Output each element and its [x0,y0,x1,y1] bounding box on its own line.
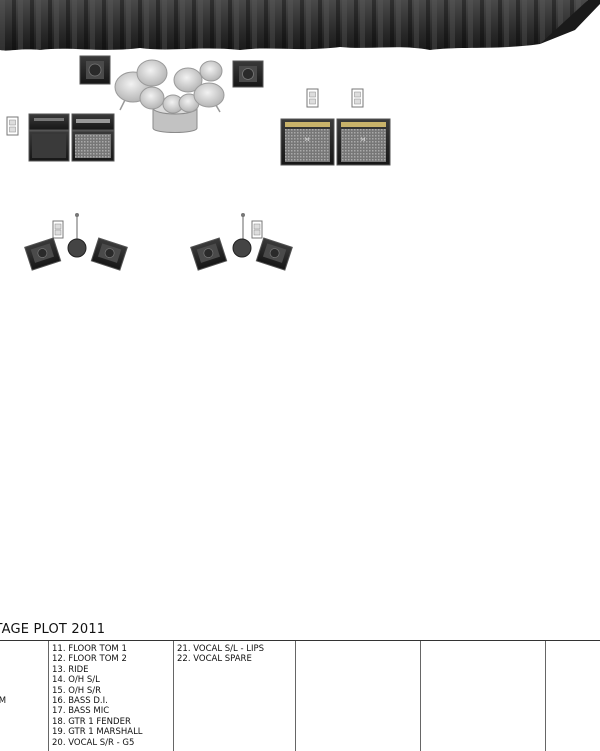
drum-monitor-right [232,60,264,88]
input-column-3 [295,641,420,751]
curtain [0,0,600,51]
guitar-amp-1: M [280,118,335,166]
svg-text:M: M [304,137,309,143]
vocal-position-right [190,213,293,271]
plot-title: STAGE PLOT 2011 [0,622,106,637]
cymbal-crash-right [173,67,203,93]
cymbal-ride [136,59,168,87]
input-item: 22. VOCAL SPARE [177,654,252,665]
power-outlet [6,116,19,136]
input-item: 15. O/H S/R [52,685,102,696]
drum-monitor-left [79,55,111,85]
power-outlet [52,220,64,239]
input-column-0: OM [0,641,48,751]
input-list-table: OM 11. FLOOR TOM 1 12. FLOOR TOM 2 13. R… [0,640,600,751]
vocal-position-left [24,213,128,271]
power-outlet [251,220,263,239]
floor-monitor [255,237,293,271]
mic-stand [232,213,252,258]
input-column-5 [545,641,600,751]
cymbal-splash [199,60,223,82]
input-item: OM [0,695,7,706]
mic-stand [67,213,87,258]
input-item: 17. BASS MIC [52,706,110,717]
input-item: 18. GTR 1 FENDER [52,716,131,727]
svg-text:M: M [360,137,365,143]
input-column-2: 21. VOCAL S/L - LIPS 22. VOCAL SPARE [173,641,295,751]
bass-rig [28,113,115,162]
input-column-4 [420,641,545,751]
input-item: 16. BASS D.I. [52,696,108,707]
rack-tom-1 [139,86,165,110]
input-item: 12. FLOOR TOM 2 [52,654,127,665]
floor-monitor [190,237,228,271]
input-column-1: 11. FLOOR TOM 1 12. FLOOR TOM 2 13. RIDE… [48,641,173,751]
input-item: 20. VOCAL S/R - G5 [52,737,135,748]
guitar-amp-2: M [336,118,391,166]
input-item: 11. FLOOR TOM 1 [52,644,127,654]
drum-kit [114,59,225,133]
input-item: 21. VOCAL S/L - LIPS [177,644,264,654]
cymbal-china [193,82,225,108]
floor-monitor [24,237,62,271]
input-item: 13. RIDE [52,664,89,675]
input-item: 19. GTR 1 MARSHALL [52,727,143,738]
power-outlet [306,88,319,108]
floor-monitor [90,237,128,271]
input-item: 14. O/H S/L [52,675,100,686]
power-outlet [351,88,364,108]
